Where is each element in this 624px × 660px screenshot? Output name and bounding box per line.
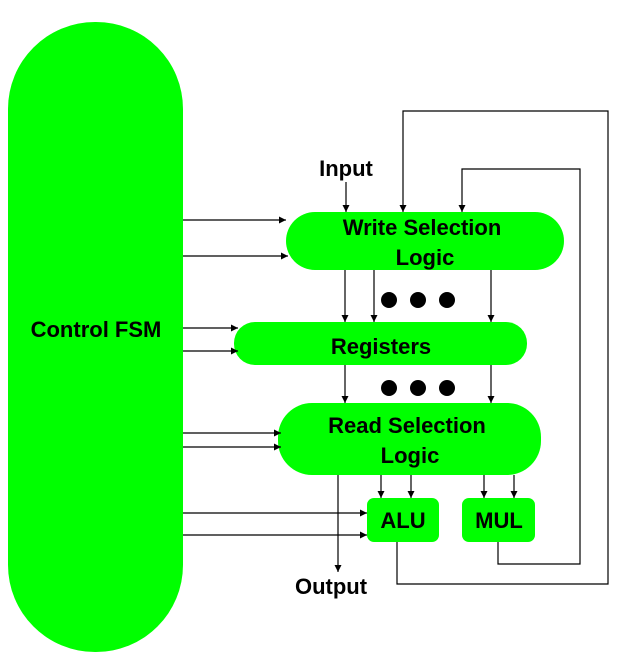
- read-selection-block: [278, 403, 541, 475]
- ellipsis-dot: [381, 292, 397, 308]
- mul-block: [462, 498, 535, 542]
- write-selection-label-line1: Write Selection: [343, 215, 502, 240]
- input-label: Input: [319, 156, 373, 181]
- ellipsis-dot: [439, 292, 455, 308]
- read-selection-label-line1: Read Selection: [328, 413, 486, 438]
- registers-block: [234, 322, 527, 365]
- control-fsm-block: [8, 22, 183, 652]
- output-label: Output: [295, 574, 368, 599]
- read-selection-label-line2: Logic: [381, 443, 440, 468]
- registers-label: Registers: [331, 334, 431, 359]
- write-selection-label-line2: Logic: [396, 245, 455, 270]
- ellipsis-dot: [439, 380, 455, 396]
- alu-feedback-wire: [396, 110, 609, 585]
- mul-label: MUL: [475, 508, 523, 533]
- ellipsis-dot: [410, 292, 426, 308]
- ellipsis-dot: [410, 380, 426, 396]
- control-fsm-label: Control FSM: [31, 317, 162, 342]
- mul-feedback-wire: [458, 168, 581, 565]
- ellipsis-dot: [381, 380, 397, 396]
- alu-block: [367, 498, 439, 542]
- alu-label: ALU: [380, 508, 425, 533]
- write-selection-block: [286, 212, 564, 270]
